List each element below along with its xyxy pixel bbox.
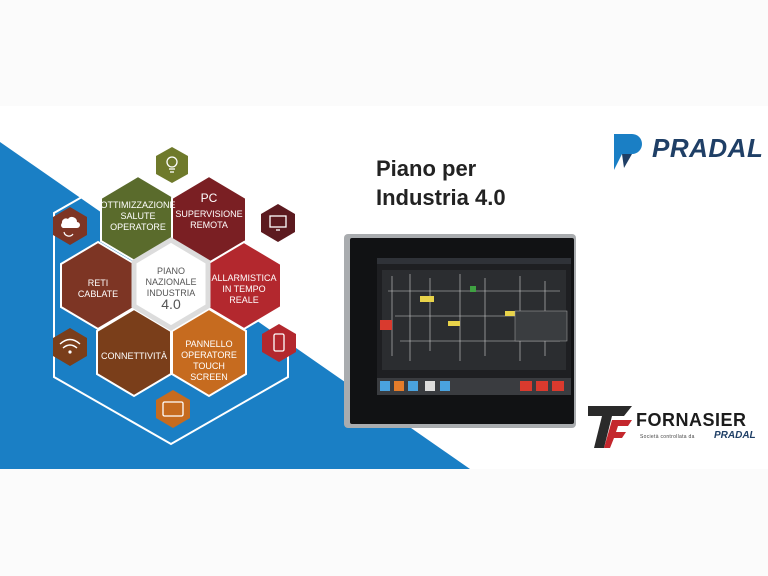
cloud-sync-icon bbox=[61, 217, 80, 237]
banner-graphics bbox=[0, 134, 642, 469]
hex-wifi bbox=[53, 328, 87, 366]
pradal-logo-text: PRADAL bbox=[652, 133, 764, 163]
pradal-logo-mark bbox=[614, 134, 642, 170]
hex-label-salute: OTTIMIZZAZIONE SALUTE OPERATORE bbox=[100, 200, 176, 232]
touch-panel-device bbox=[344, 234, 576, 428]
smartphone-icon bbox=[273, 333, 285, 352]
wifi-icon bbox=[59, 338, 81, 354]
fornasier-logo-mark bbox=[588, 406, 632, 448]
hex-label-center-version: 4.0 bbox=[161, 296, 181, 312]
hex-lightbulb bbox=[156, 147, 188, 183]
lightbulb-icon bbox=[166, 156, 178, 173]
banner: OTTIMIZZAZIONE SALUTE OPERATORE PC SUPER… bbox=[0, 106, 768, 469]
monitor-icon bbox=[269, 215, 287, 231]
hex-label-allarmistica: ALLARMISTICA IN TEMPO REALE bbox=[211, 273, 277, 305]
fornasier-logo-text: FORNASIER bbox=[636, 410, 747, 430]
fornasier-subtitle-brand: PRADAL bbox=[714, 430, 756, 441]
hex-connettivita bbox=[96, 307, 172, 398]
tablet-icon bbox=[162, 401, 184, 417]
hex-center bbox=[131, 237, 211, 331]
hex-monitor bbox=[261, 204, 295, 242]
hex-label-connettivita: CONNETTIVITÀ bbox=[100, 351, 167, 361]
hex-smartphone bbox=[262, 324, 296, 362]
page-title: Piano per Industria 4.0 bbox=[376, 156, 506, 210]
hex-label-center: PIANO NAZIONALE INDUSTRIA bbox=[145, 266, 197, 298]
hex-label-reti: RETI CABLATE bbox=[77, 278, 119, 299]
hex-label-pannello: PANNELLO OPERATORE TOUCH SCREEN bbox=[181, 339, 237, 382]
fornasier-subtitle: Società controllata da bbox=[640, 434, 695, 440]
hex-label-supervisione: SUPERVISIONE REMOTA bbox=[175, 209, 243, 230]
hex-tablet bbox=[156, 390, 190, 428]
hex-label-pc: PC bbox=[200, 191, 218, 205]
